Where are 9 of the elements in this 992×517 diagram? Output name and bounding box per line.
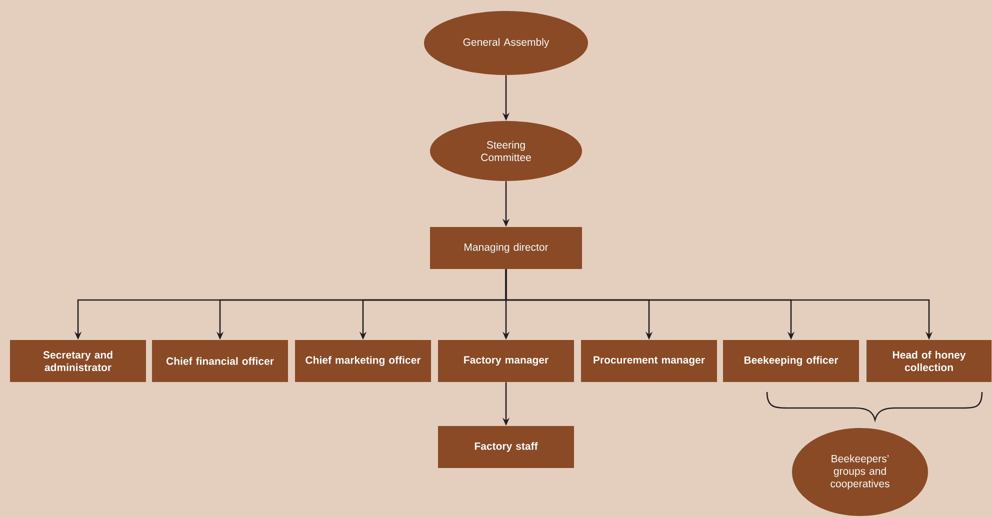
role-box: Chief financial officer <box>152 340 288 382</box>
role-box: Secretary and administrator <box>10 340 146 382</box>
role-box: Head of honey collection <box>866 340 992 382</box>
role-box: Factory manager <box>438 340 574 382</box>
role-box: Beekeeping officer <box>723 340 859 382</box>
role-box: Chief marketing officer <box>295 340 431 382</box>
role-box: Factory staff <box>438 426 574 468</box>
role-box: Managing director <box>430 227 582 269</box>
role-box: Procurement manager <box>581 340 717 382</box>
